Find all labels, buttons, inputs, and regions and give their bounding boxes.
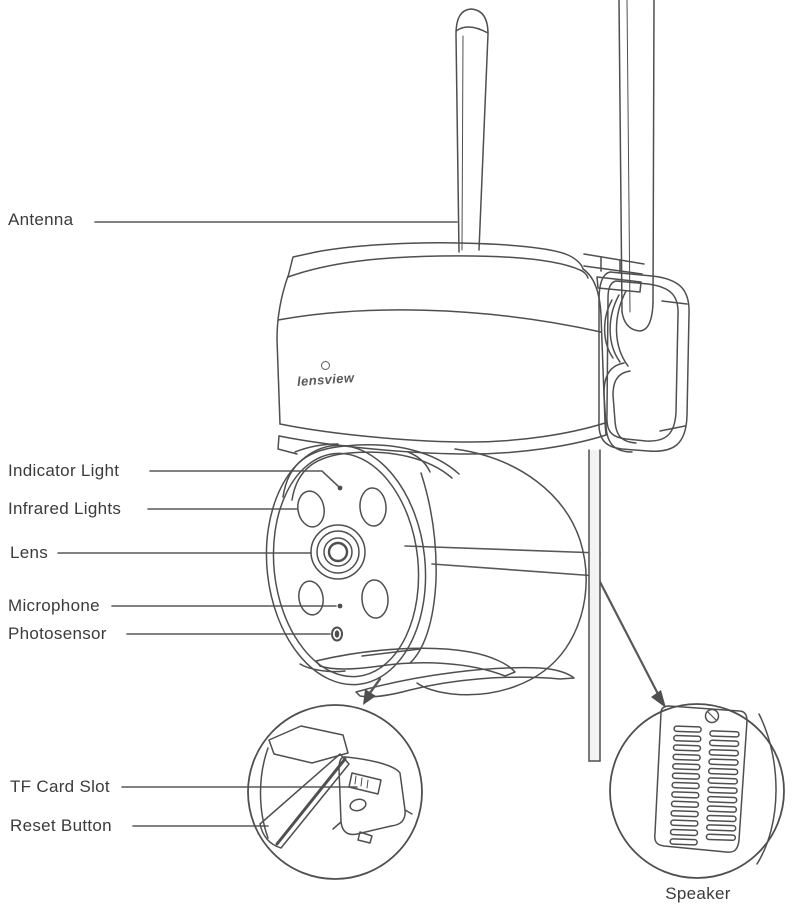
antenna-left	[455, 8, 489, 253]
tf-card	[348, 772, 382, 795]
label-indicator-light: Indicator Light	[8, 461, 120, 480]
underside-detail-view	[247, 704, 423, 880]
speaker-grille-slots	[669, 725, 740, 846]
microphone-hole	[337, 603, 343, 609]
tf-card-module	[332, 756, 413, 844]
photosensor	[331, 626, 343, 642]
mount-pole	[588, 449, 601, 762]
label-reset-button: Reset Button	[10, 816, 112, 835]
label-antenna: Antenna	[8, 210, 74, 229]
camera-body	[276, 242, 607, 455]
speaker-detail-view	[609, 703, 785, 879]
infrared-lights	[297, 487, 389, 619]
speaker-screw	[704, 708, 720, 724]
bottom-detail-arrow	[363, 677, 382, 705]
leader-lines	[57, 221, 666, 827]
label-lens: Lens	[10, 543, 49, 562]
camera-ball	[265, 444, 587, 698]
ball-back-shell	[416, 448, 587, 696]
underside-cover-flap	[268, 725, 349, 764]
antenna-hinge	[603, 290, 629, 367]
indicator-light-dot	[337, 485, 343, 491]
leader-speaker-diagonal	[596, 576, 660, 696]
leader-speaker-line-1	[404, 545, 601, 554]
speaker-grille-panel	[654, 705, 748, 853]
speaker-arrowhead	[651, 690, 666, 708]
label-infrared-lights: Infrared Lights	[8, 499, 122, 518]
underside-blade	[259, 753, 350, 849]
label-microphone: Microphone	[8, 596, 100, 615]
leader-speaker-line-2	[431, 563, 598, 577]
face-ring-outer	[265, 444, 427, 686]
lens	[310, 524, 366, 580]
bracket-arm	[583, 253, 645, 293]
face-ring-inner	[272, 452, 420, 678]
brand-trademark-circle	[321, 361, 330, 370]
label-speaker: Speaker	[665, 884, 731, 903]
bracket-hook	[603, 362, 637, 453]
ball-base-brackets	[299, 647, 575, 698]
wall-mount-bracket	[583, 253, 690, 453]
label-tf-card-slot: TF Card Slot	[10, 777, 110, 796]
label-photosensor: Photosensor	[8, 624, 107, 643]
reset-button	[349, 798, 367, 812]
leader-indicator-light	[149, 470, 339, 487]
